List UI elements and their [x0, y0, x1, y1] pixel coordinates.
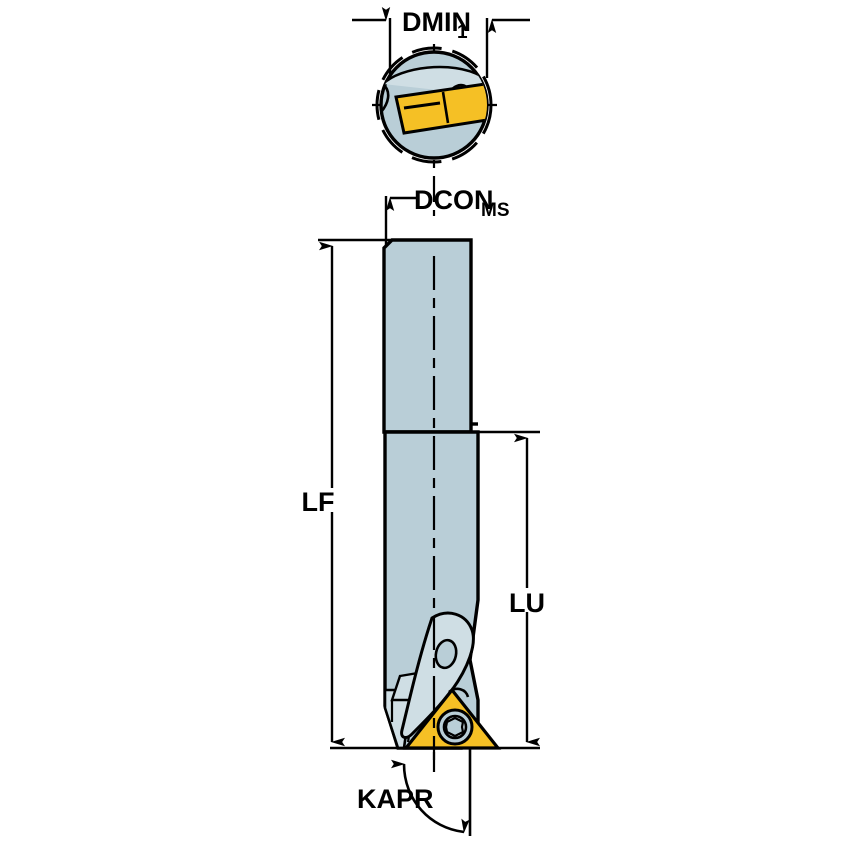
insert-screw-torx-socket [444, 716, 465, 738]
kapr-label: KAPR [357, 784, 434, 814]
insert-screw [436, 708, 474, 746]
coolant-hole [434, 638, 458, 670]
lu-label: LU [509, 588, 545, 618]
top-view-interior [381, 65, 487, 135]
top-end-view: DMIN 1 [352, 7, 530, 168]
dimension-kapr: KAPR [357, 748, 472, 836]
kapr-angle-arc [390, 759, 470, 834]
dmin1-label: DMIN [402, 7, 471, 37]
dimension-dmin1: DMIN 1 [352, 7, 530, 78]
dimension-lu: LU [470, 430, 545, 747]
dconms-label: DCON [414, 185, 494, 215]
dimension-lf: LF [302, 238, 398, 747]
top-view-insert-edge-line [403, 101, 441, 110]
side-view [330, 238, 540, 760]
dimension-dconms: DCON MS [384, 176, 510, 246]
dconms-label-subscript: MS [481, 200, 510, 221]
tool-shank [382, 238, 473, 434]
top-view-edge-curve [381, 83, 390, 113]
top-view-sweep-circle [375, 46, 493, 164]
top-view-insert [394, 81, 487, 135]
top-view-insert-divider [441, 91, 450, 124]
lf-label: LF [302, 487, 335, 517]
dmin1-label-subscript: 1 [457, 22, 468, 43]
